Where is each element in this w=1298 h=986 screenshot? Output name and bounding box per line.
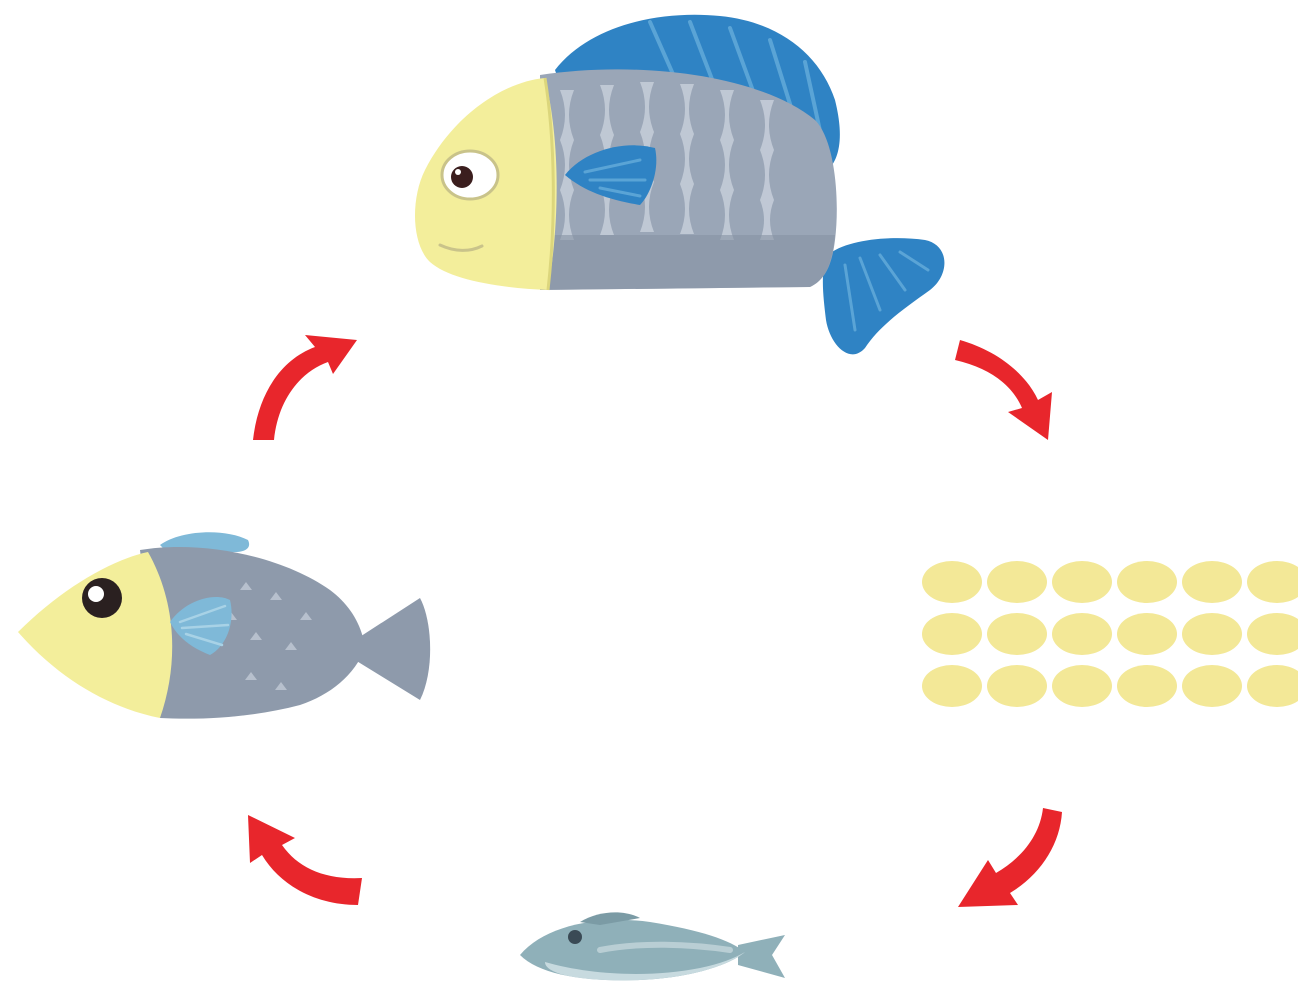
juvenile-tail [355,598,431,700]
egg [1247,665,1298,707]
egg [987,613,1047,655]
adult-pupil [451,166,473,188]
egg [1117,665,1177,707]
adult-fish [414,14,945,355]
adult-pectoral-rays [583,158,647,198]
egg [1247,561,1298,603]
arrow-eggs-to-fry [958,808,1062,907]
eggs-cluster [922,561,1298,707]
egg [1247,613,1298,655]
juvenile-body [140,546,365,719]
egg [1052,561,1112,603]
egg [1182,613,1242,655]
adult-eye-highlight [455,169,461,175]
fry-eye [568,930,582,944]
egg [922,561,982,603]
fry-fish [520,912,785,981]
egg [1182,561,1242,603]
egg [1052,665,1112,707]
arrow-fry-to-juvenile [248,815,362,905]
adult-mouth [438,243,484,252]
arrow-juvenile-to-adult [253,335,357,440]
egg [1117,613,1177,655]
fry-stripe [597,941,733,953]
juvenile-fish [18,532,431,719]
juvenile-pectoral-rays [178,604,230,647]
adult-gill-line [543,77,555,291]
adult-tail-rays [843,250,930,332]
adult-tail-fin [822,238,945,355]
adult-belly-shade [540,235,835,290]
egg [1117,561,1177,603]
egg [987,665,1047,707]
juvenile-scales [225,582,312,690]
fry-tail [738,935,785,978]
egg [1052,613,1112,655]
egg [987,561,1047,603]
egg [922,665,982,707]
arrow-adult-to-eggs [955,340,1052,440]
egg [922,613,982,655]
fry-belly [545,952,745,981]
juvenile-eye-highlight [88,586,104,602]
fry-dorsal-fin [580,912,640,925]
egg [1182,665,1242,707]
juvenile-head [18,552,173,718]
